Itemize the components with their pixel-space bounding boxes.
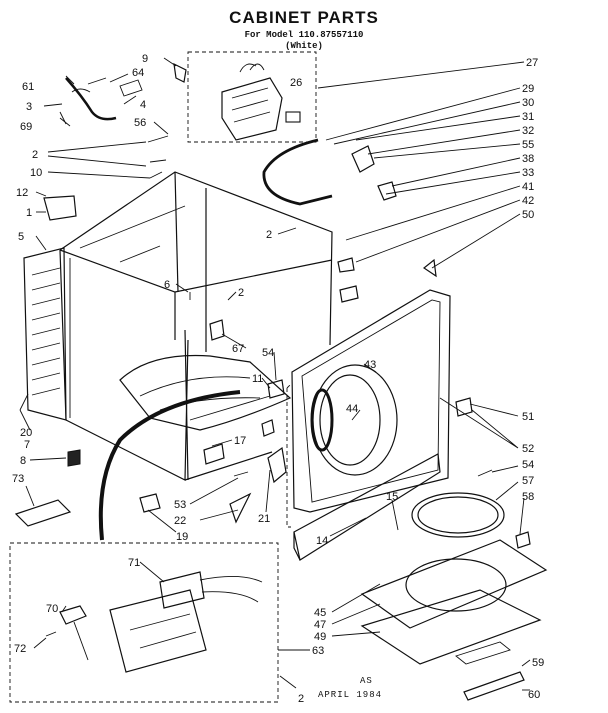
callout-5: 5	[18, 231, 24, 243]
callout-12: 12	[16, 187, 28, 199]
wire-harness	[98, 390, 241, 541]
callout-71: 71	[128, 557, 140, 569]
callout-72: 72	[14, 643, 26, 655]
callout-70: 70	[46, 603, 58, 615]
callout-2-top: 2	[32, 149, 38, 161]
diagram-title: CABINET PARTS	[229, 8, 379, 27]
callout-32: 32	[522, 125, 534, 137]
callout-27: 27	[526, 57, 538, 69]
back-panel	[23, 247, 67, 421]
callout-6: 6	[164, 279, 170, 291]
callout-55: 55	[522, 139, 534, 151]
leader-lines	[19, 57, 531, 691]
callout-54-right: 54	[522, 459, 534, 471]
callout-1: 1	[26, 207, 32, 219]
callout-43: 43	[364, 359, 376, 371]
motor-assembly	[221, 63, 301, 141]
callout-67: 67	[232, 343, 244, 355]
callout-17: 17	[234, 435, 246, 447]
lower-inset-parts	[45, 571, 263, 673]
callout-31: 31	[522, 111, 534, 123]
color-note: (White)	[285, 41, 323, 51]
toe-panel	[293, 453, 441, 561]
callout-44: 44	[346, 403, 358, 415]
small-parts-center	[139, 292, 287, 524]
callout-51: 51	[522, 411, 534, 423]
callout-73: 73	[12, 473, 24, 485]
callout-26: 26	[290, 77, 302, 89]
callout-11: 11	[252, 373, 263, 385]
callout-21: 21	[258, 513, 270, 525]
callout-4: 4	[140, 99, 146, 111]
door-assembly-box	[286, 384, 291, 528]
callout-38: 38	[522, 153, 534, 165]
callout-20: 20	[20, 427, 32, 439]
footer-date: APRIL 1984	[318, 690, 383, 700]
callout-3: 3	[26, 101, 32, 113]
callout-22: 22	[174, 515, 186, 527]
callout-42: 42	[522, 195, 534, 207]
callout-69: 69	[20, 121, 32, 133]
front-panel	[291, 289, 451, 513]
model-number: For Model 110.87557110	[244, 30, 364, 40]
callout-61: 61	[22, 81, 34, 93]
footer-initials: AS	[360, 676, 373, 686]
callout-49: 49	[314, 631, 326, 643]
callout-41: 41	[522, 181, 534, 193]
callout-30: 30	[522, 97, 534, 109]
callout-50: 50	[522, 209, 534, 221]
small-parts-right	[262, 138, 531, 549]
callout-29: 29	[522, 83, 534, 95]
callout-15: 15	[386, 491, 398, 503]
callout-45: 45	[314, 607, 326, 619]
callout-63: 63	[312, 645, 324, 657]
callout-59: 59	[532, 657, 544, 669]
callout-19: 19	[176, 531, 188, 543]
lower-inset-box	[9, 542, 279, 703]
callout-52: 52	[522, 443, 534, 455]
motor-inset-box	[187, 51, 317, 143]
callout-7: 7	[24, 439, 30, 451]
callout-57: 57	[522, 475, 534, 487]
callout-58: 58	[522, 491, 534, 503]
callout-33: 33	[522, 167, 534, 179]
callout-47: 47	[314, 619, 326, 631]
callout-53: 53	[174, 499, 186, 511]
callout-10: 10	[30, 167, 42, 179]
callout-labels: 61 64 9 3 4 69 56 2 10 12 1 5 2 6 2 67 5…	[12, 53, 544, 705]
callout-54-left: 54	[262, 347, 274, 359]
callout-60: 60	[528, 689, 540, 701]
callout-9: 9	[142, 53, 148, 65]
small-parts-left	[14, 62, 187, 527]
callout-8: 8	[20, 455, 26, 467]
door-assembly	[360, 492, 548, 701]
callout-2-cabinet: 2	[266, 229, 272, 241]
callout-2-center: 2	[238, 287, 244, 299]
cabinet-body	[59, 171, 333, 481]
callout-2-bottom: 2	[298, 693, 304, 705]
callout-14: 14	[316, 535, 328, 547]
callout-56: 56	[134, 117, 146, 129]
callout-64: 64	[132, 67, 144, 79]
